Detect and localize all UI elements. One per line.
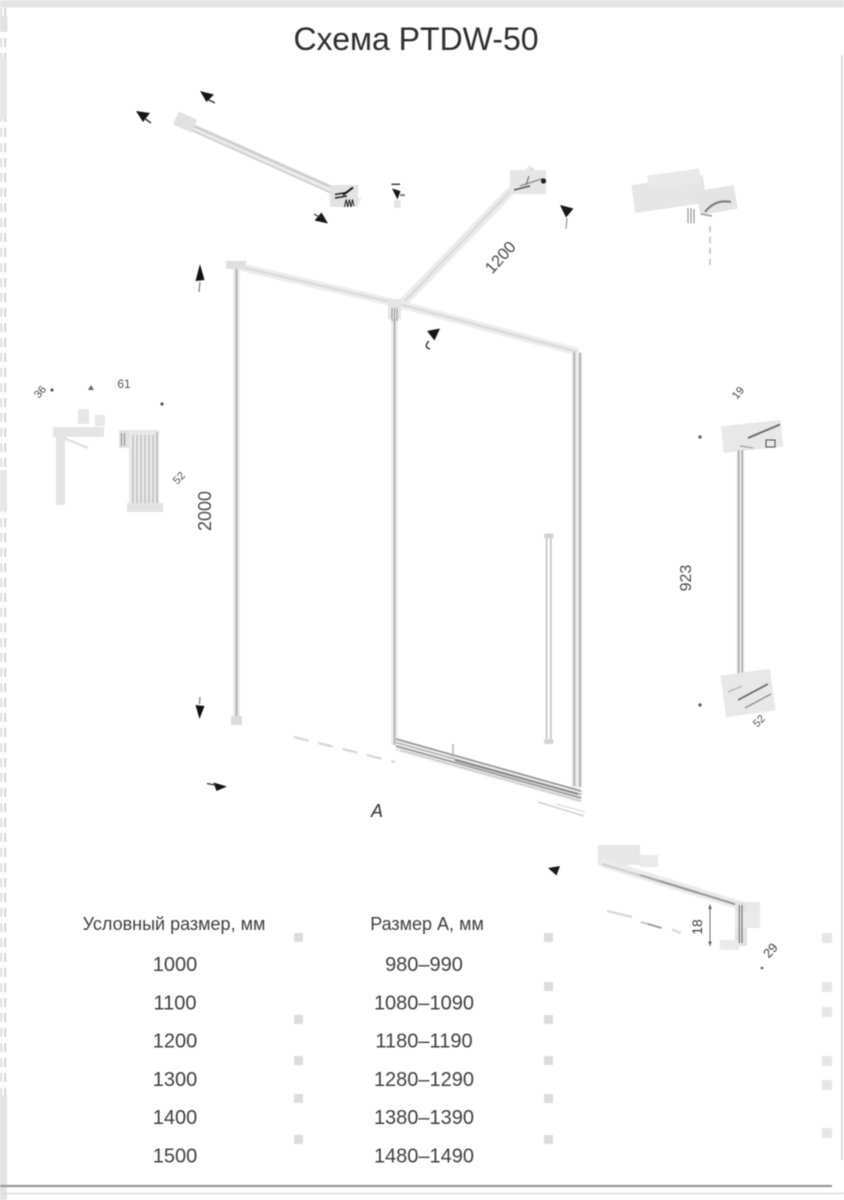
svg-text:A: A (370, 801, 383, 821)
svg-text:29: 29 (760, 940, 781, 961)
svg-text:1280–1290: 1280–1290 (374, 1069, 474, 1091)
svg-text:980–990: 980–990 (385, 954, 463, 976)
svg-text:1180–1190: 1180–1190 (375, 1031, 472, 1053)
svg-text:52: 52 (171, 470, 188, 487)
svg-text:1200: 1200 (482, 238, 520, 277)
svg-text:1300: 1300 (153, 1069, 198, 1091)
svg-text:Условный размер, мм: Условный размер, мм (83, 914, 266, 934)
svg-text:923: 923 (678, 565, 695, 592)
svg-text:1080–1090: 1080–1090 (374, 992, 474, 1014)
svg-text:Размер А, мм: Размер А, мм (370, 914, 484, 934)
svg-text:1000: 1000 (153, 954, 198, 976)
svg-text:52: 52 (751, 713, 768, 730)
svg-text:1400: 1400 (153, 1107, 198, 1129)
svg-text:36: 36 (32, 384, 49, 401)
svg-text:1200: 1200 (153, 1031, 198, 1053)
svg-text:2000: 2000 (195, 491, 215, 531)
svg-text:1100: 1100 (153, 992, 196, 1014)
svg-text:1480–1490: 1480–1490 (374, 1146, 474, 1168)
svg-text:1380–1390: 1380–1390 (374, 1107, 474, 1129)
svg-text:Схема PTDW-50: Схема PTDW-50 (293, 21, 538, 57)
svg-text:18: 18 (689, 919, 705, 935)
svg-text:61: 61 (117, 377, 131, 391)
svg-text:19: 19 (730, 385, 747, 402)
svg-text:1500: 1500 (153, 1146, 198, 1168)
